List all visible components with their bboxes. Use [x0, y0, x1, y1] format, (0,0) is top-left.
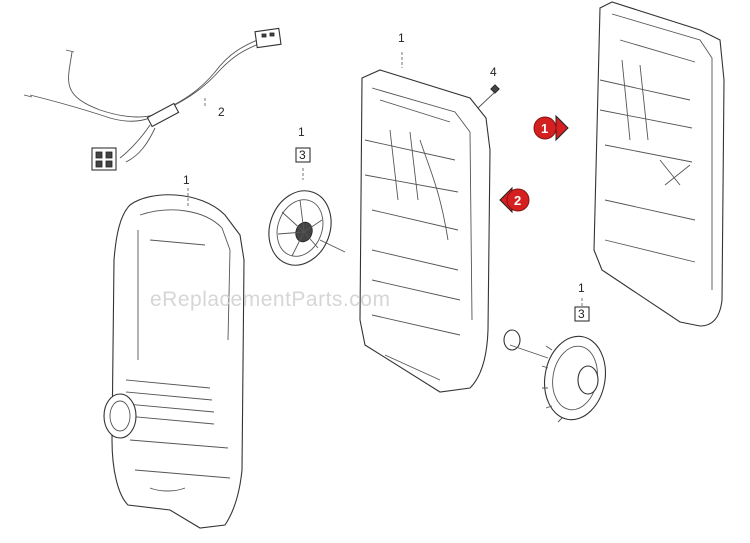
left-wheel-part[interactable] [259, 182, 346, 274]
callout-screw-4: 4 [490, 65, 497, 79]
right-wheel-part[interactable] [509, 331, 612, 424]
callout-left-wheel-3: 3 [299, 148, 306, 162]
view-marker-1: 1 [533, 114, 569, 142]
cable-harness-part[interactable] [23, 27, 282, 171]
callout-right-wheel-3: 3 [578, 307, 585, 321]
watermark-text: eReplacementParts.com [150, 288, 390, 311]
callout-frame-1: 1 [398, 31, 405, 45]
svg-text:1: 1 [541, 121, 548, 136]
callout-cable-2: 2 [218, 105, 225, 119]
rear-frame-part[interactable] [593, 1, 725, 327]
front-cover-part[interactable] [103, 194, 245, 529]
svg-text:2: 2 [514, 193, 521, 208]
callout-right-wheel-1: 1 [578, 281, 585, 295]
callout-cover-1: 1 [183, 173, 190, 187]
callout-left-wheel-1: 1 [298, 125, 305, 139]
main-frame-part[interactable] [359, 69, 521, 393]
view-marker-2: 2 [499, 186, 530, 214]
screw-part[interactable] [477, 84, 500, 109]
